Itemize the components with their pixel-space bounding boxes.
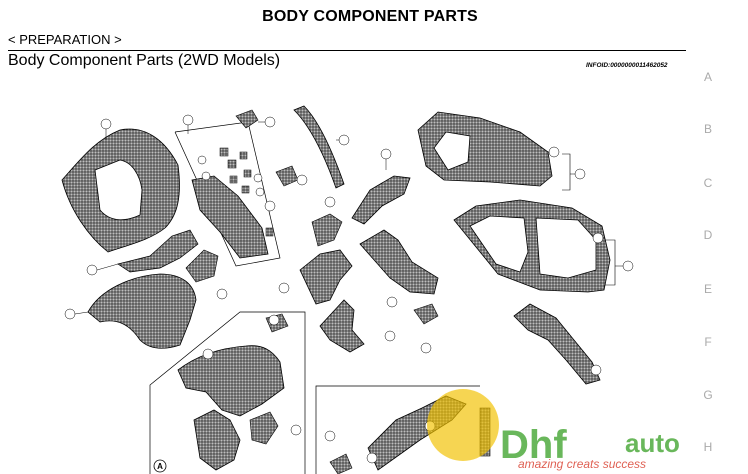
part-wheelhouse-outer xyxy=(87,273,197,349)
part-rear-bracket xyxy=(117,229,199,273)
part-rear-door-frame xyxy=(453,199,611,293)
small-clips-group xyxy=(219,147,274,237)
part-rear-panel-stay xyxy=(193,409,241,471)
view-marker-a: A xyxy=(153,459,167,473)
part-small-bracket-2 xyxy=(235,109,259,129)
page-subtitle: Body Component Parts (2WD Models) xyxy=(8,52,281,69)
page-title: BODY COMPONENT PARTS xyxy=(262,8,478,25)
side-index-d[interactable]: D xyxy=(703,228,713,242)
part-center-pillar-bracket xyxy=(299,249,353,305)
bracket-side-outer xyxy=(605,239,616,286)
side-index-e[interactable]: E xyxy=(703,282,712,296)
part-small-bracket-3 xyxy=(275,165,299,187)
side-index-f[interactable]: F xyxy=(704,335,712,349)
group-box-lower-right xyxy=(315,385,480,474)
side-index-g[interactable]: G xyxy=(703,388,713,402)
part-center-pillar-inner xyxy=(513,303,601,385)
side-index-b[interactable]: B xyxy=(703,122,712,136)
watermark-logo: Dhf auto amazing creats success xyxy=(427,389,680,471)
svg-text:A: A xyxy=(157,462,163,471)
section-label: < PREPARATION > xyxy=(8,32,122,47)
watermark-brand-left: Dhf xyxy=(500,423,567,467)
part-rear-pillar-inner xyxy=(191,175,269,259)
part-rear-floor-side xyxy=(177,345,285,417)
part-small-block-4 xyxy=(249,411,279,445)
divider xyxy=(8,50,686,51)
part-lock-pillar-reinf xyxy=(351,175,411,225)
bracket-roof-rail xyxy=(562,153,571,191)
part-side-roof-panel xyxy=(417,111,553,187)
side-index: A B C D E F G H xyxy=(700,0,720,474)
side-index-c[interactable]: C xyxy=(703,176,713,190)
part-small-plate-1 xyxy=(311,213,343,247)
info-id: INFOID:0000000011462052 xyxy=(586,62,668,69)
side-index-h[interactable]: H xyxy=(703,440,713,454)
part-center-inner-panel xyxy=(359,229,439,295)
side-index-a[interactable]: A xyxy=(703,70,712,84)
part-curved-strip xyxy=(319,299,365,353)
part-side-outer-upper xyxy=(61,128,180,253)
part-small-plate-5 xyxy=(329,453,353,474)
group-box-lower-left xyxy=(149,311,306,474)
part-small-bracket-1 xyxy=(185,249,219,283)
callouts xyxy=(64,114,634,464)
watermark-brand-right: auto xyxy=(625,428,680,458)
watermark-tagline: amazing creats success xyxy=(518,457,646,471)
part-small-plate-2 xyxy=(413,303,439,325)
part-roof-side-rail xyxy=(293,105,345,189)
